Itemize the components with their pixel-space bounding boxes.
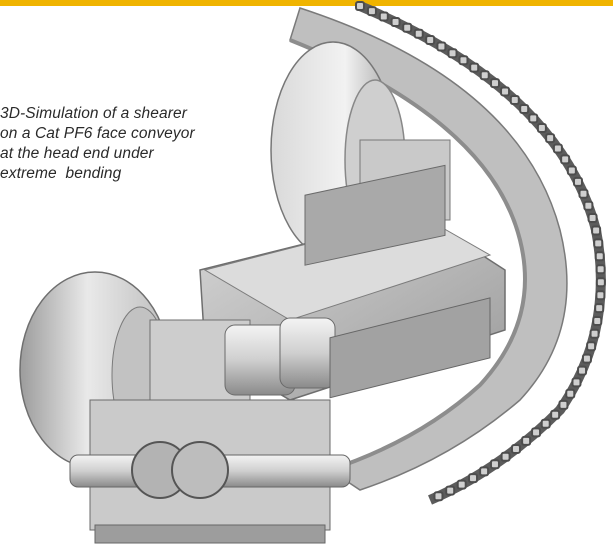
conveyor-inner-edge	[289, 38, 527, 472]
chain-link	[577, 365, 588, 376]
caption-line-2: on a Cat PF6 face conveyor	[0, 125, 195, 142]
conveyor-chain	[355, 1, 606, 502]
chain-link	[594, 251, 605, 262]
chain-link	[558, 399, 569, 410]
chain-link	[509, 95, 520, 106]
chain-link	[528, 113, 539, 124]
chain-link	[587, 213, 598, 224]
chain-link	[469, 62, 480, 73]
caption-line-1: 3D-Simulation of a shearer	[0, 105, 187, 122]
chain-link	[458, 55, 469, 66]
chain-link	[560, 154, 571, 165]
chain-link	[581, 353, 592, 364]
chain-link	[591, 225, 602, 236]
chain-link	[571, 377, 582, 388]
accent-top-bar	[0, 0, 613, 6]
chain-link	[510, 443, 521, 454]
chain-link	[402, 22, 413, 33]
chain-link	[500, 451, 511, 462]
chain-link	[552, 143, 563, 154]
chain-link	[566, 165, 577, 176]
chain-link	[536, 123, 547, 134]
chain-link	[390, 17, 401, 28]
chain-link	[550, 409, 561, 420]
chain-link	[378, 11, 389, 22]
chain-link	[589, 328, 600, 339]
chain-link	[595, 290, 606, 301]
chain-link	[456, 479, 467, 490]
chain-link	[355, 1, 365, 11]
chain-link	[519, 104, 530, 115]
chain-link	[594, 303, 605, 314]
chain-link	[500, 86, 511, 97]
chain-link	[479, 466, 490, 477]
chain-link	[433, 491, 444, 502]
chain-link	[586, 341, 597, 352]
chain-link	[595, 277, 606, 288]
image-caption: 3D-Simulation of a shearer on a Cat PF6 …	[0, 104, 240, 184]
chain-link	[425, 34, 436, 45]
chain-link	[366, 6, 377, 17]
chain-link	[540, 418, 551, 429]
chain-link	[489, 459, 500, 470]
chain-link	[583, 200, 594, 211]
chain-link	[413, 28, 424, 39]
chain-link	[468, 473, 479, 484]
chain-link	[545, 133, 556, 144]
chain-link	[479, 70, 490, 81]
sprocket-2	[171, 441, 229, 499]
caption-line-4: extreme bending	[0, 165, 122, 182]
chain-link	[592, 316, 603, 327]
caption-line-3: at the head end under	[0, 145, 154, 162]
chain-link	[447, 48, 458, 59]
chain-link	[593, 238, 604, 249]
chain-link	[445, 485, 456, 496]
chain-link	[436, 41, 447, 52]
base-plate	[94, 524, 326, 544]
chain-link	[578, 188, 589, 199]
chain-link	[565, 388, 576, 399]
chain-link	[572, 176, 583, 187]
chain-link	[490, 78, 501, 89]
body-block	[304, 164, 446, 266]
chain-link	[595, 264, 606, 275]
chain-link	[531, 427, 542, 438]
chain-link	[521, 435, 532, 446]
cylinder-2	[279, 317, 336, 389]
track-pan	[329, 297, 491, 399]
